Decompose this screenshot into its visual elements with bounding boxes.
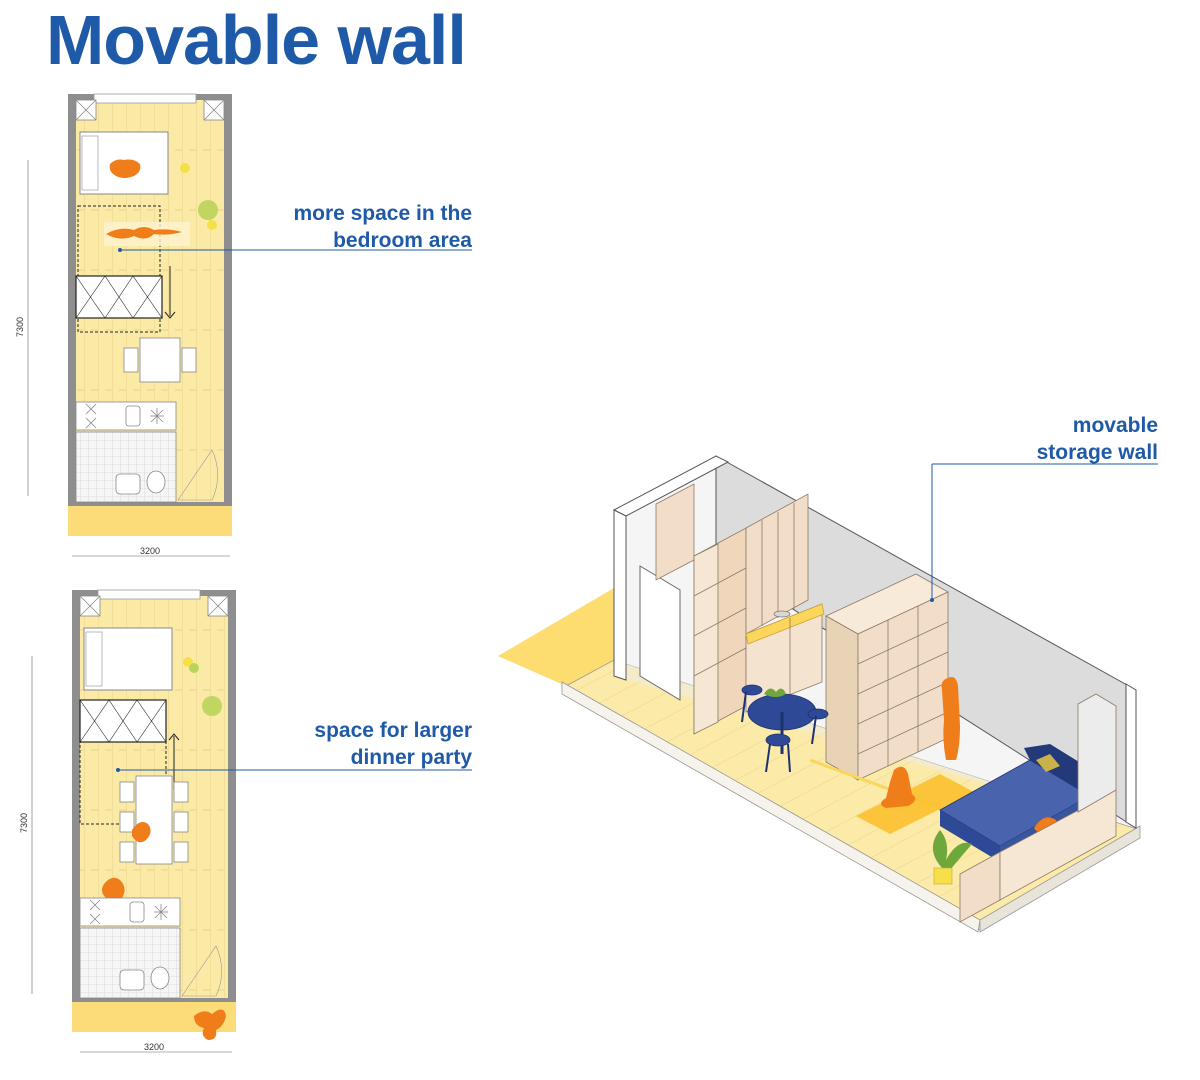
floor-plan-bottom (31, 589, 472, 1053)
iso-balcony (498, 588, 614, 686)
bed-top (79, 131, 169, 195)
plant-icon (207, 220, 217, 230)
yoga-mat (856, 774, 974, 834)
plant-icon (764, 688, 786, 697)
kitchen-top (75, 401, 177, 431)
plant-icon (198, 200, 218, 220)
plant-icon (180, 163, 190, 173)
top-plan-width-dim: 3200 (140, 546, 161, 556)
person-figure (102, 877, 125, 901)
page-title: Movable wall (46, 1, 467, 79)
callout-dinner-party: space for larger dinner party (230, 717, 472, 771)
wall-position-outline (77, 205, 161, 333)
callout-storage-line1: movable (1072, 414, 1158, 437)
bed-bottom (83, 627, 173, 691)
standing-person (941, 677, 960, 760)
dining-table-top (123, 337, 197, 383)
plant-icon (932, 830, 972, 870)
yoga-person (881, 766, 916, 808)
bathroom-top (75, 431, 218, 503)
callout-bedroom-area: more space in the bedroom area (230, 200, 472, 254)
dining-table-bottom (119, 775, 189, 865)
callout-dinner-line2: dinner party (350, 746, 472, 769)
callout-storage-wall: movable storage wall (960, 412, 1158, 466)
iso-door (639, 565, 681, 701)
iso-side-cabinets (959, 693, 1117, 923)
person-figure (106, 227, 182, 239)
callout-dinner-line1: space for larger (314, 719, 472, 742)
callout-bedroom-line2: bedroom area (333, 229, 472, 252)
person-figure (194, 1009, 226, 1040)
person-figure (132, 822, 151, 843)
storage-wall-bottom (79, 699, 167, 743)
balcony-top (68, 506, 232, 536)
wardrobe-boxes-top (75, 99, 225, 121)
iso-storage-wall (825, 573, 949, 781)
storage-wall-top (75, 275, 163, 319)
iso-cabinets (655, 483, 825, 735)
floor-plan-top (27, 93, 472, 557)
callout-storage-line2: storage wall (1036, 441, 1158, 464)
bottom-plan-width-dim: 3200 (144, 1042, 165, 1052)
callout-bedroom-line1: more space in the (293, 202, 472, 225)
window-top (93, 93, 197, 104)
isometric-apartment (498, 455, 1158, 933)
